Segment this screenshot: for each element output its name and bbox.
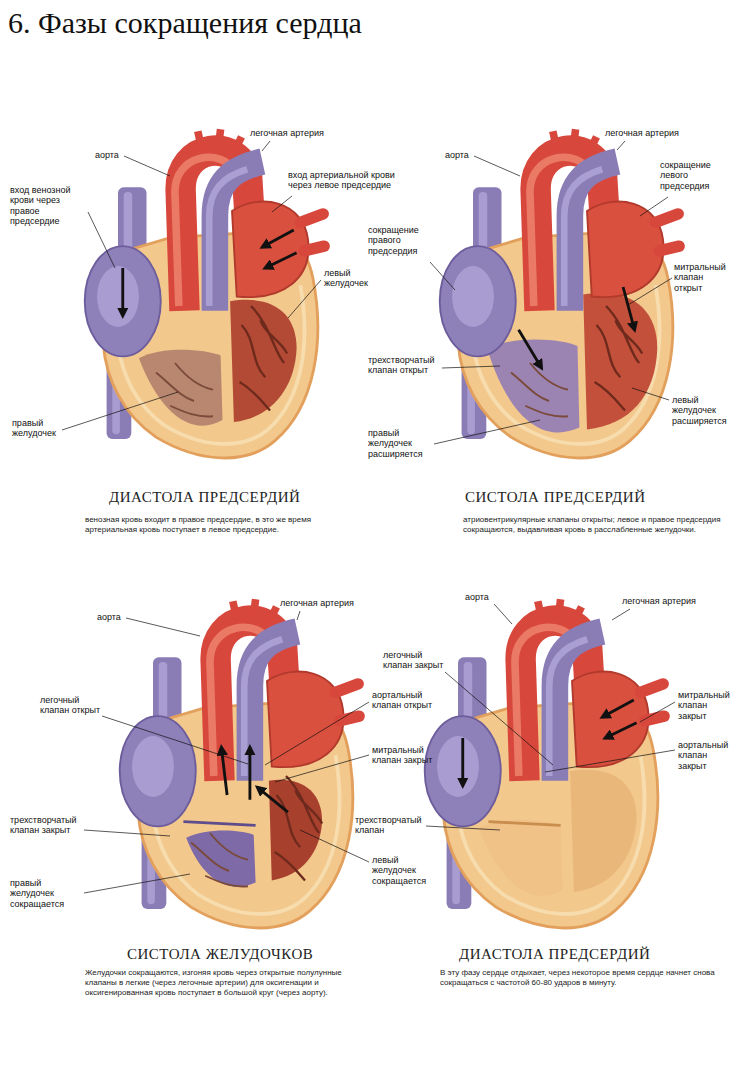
part-label: трехстворчатый клапан закрыт xyxy=(10,815,85,836)
illustration-part xyxy=(88,212,115,268)
illustration-part xyxy=(120,599,359,826)
illustration-part xyxy=(640,197,668,216)
illustration-part xyxy=(126,618,200,636)
part-label: правый желудочек сокращается xyxy=(10,878,85,909)
illustration-part xyxy=(617,141,625,150)
part-label: аортальный клапан открыт xyxy=(372,690,434,711)
part-label: левый желудочек xyxy=(324,268,374,289)
part-label: легочная артерия xyxy=(605,128,695,138)
part-label: трехстворчатый клапан открыт xyxy=(368,355,440,376)
illustration-part xyxy=(511,306,642,417)
illustration-part xyxy=(605,723,636,738)
part-label: аорта xyxy=(445,150,485,160)
illustration-part xyxy=(272,196,292,212)
part-label: аорта xyxy=(97,612,137,622)
part-label: легочная артерия xyxy=(250,128,340,138)
phase-heading: СИСТОЛА ЖЕЛУДОЧКОВ xyxy=(127,945,313,963)
illustration-part xyxy=(288,280,321,318)
illustration-part xyxy=(583,293,657,429)
part-label: левый желудочек расширяется xyxy=(672,395,732,426)
part-label: аорта xyxy=(95,150,135,160)
part-label: митральный клапан закрыт xyxy=(372,745,434,766)
part-label: аортальный клапан закрыт xyxy=(678,740,732,771)
illustration-part xyxy=(248,748,251,800)
phase-caption: В эту фазу сердце отдыхает, через некото… xyxy=(440,968,720,988)
part-label: сокращение левого предсердия xyxy=(660,160,730,191)
illustration-part xyxy=(445,672,553,765)
illustration-part xyxy=(628,278,672,305)
part-label: правый желудочек xyxy=(12,418,67,439)
illustration-part xyxy=(258,787,288,812)
phase-caption: венозная кровь входит в правое предсерди… xyxy=(85,515,335,535)
illustration-part xyxy=(102,716,248,764)
illustration-part xyxy=(440,129,679,356)
illustration-part xyxy=(62,392,178,430)
illustration-part xyxy=(183,822,255,826)
part-label: правый желудочек расширяется xyxy=(368,428,440,459)
part-label: вход венозной крови через правое предсер… xyxy=(10,185,88,226)
illustration-part xyxy=(602,700,633,717)
illustration-part xyxy=(121,268,124,316)
illustration-part xyxy=(623,287,634,330)
illustration-part xyxy=(430,262,455,290)
illustration-part xyxy=(84,874,190,893)
illustration-part xyxy=(426,826,500,830)
illustration-part xyxy=(221,748,227,796)
illustration-part xyxy=(124,156,170,176)
illustration-part xyxy=(262,230,293,247)
illustration-part xyxy=(297,611,300,620)
phase-heading: ДИАСТОЛА ПРЕДСЕРДИЙ xyxy=(109,488,300,506)
page-title: 6. Фазы сокращения сердца xyxy=(8,6,362,39)
illustration-part xyxy=(139,350,223,426)
illustration-part xyxy=(265,253,296,268)
illustration-part xyxy=(442,366,500,368)
phase-heading: СИСТОЛА ПРЕДСЕРДИЙ xyxy=(465,488,646,506)
part-label: вход артериальной крови через левое пред… xyxy=(288,170,398,191)
part-label: легочный клапан закрыт xyxy=(383,650,445,671)
illustration-part xyxy=(474,156,520,176)
illustration-part xyxy=(632,388,669,400)
illustration-part xyxy=(612,609,630,620)
illustration-part xyxy=(545,750,675,772)
illustration-part xyxy=(519,330,542,368)
part-label: митральный клапан закрыт xyxy=(678,690,732,721)
part-label: легочная артерия xyxy=(280,598,370,608)
illustration-part xyxy=(275,755,369,782)
part-label: митральный клапан открыт xyxy=(674,262,732,293)
part-label: сокращение правого предсердия xyxy=(368,225,438,256)
part-label: трехстворчатый клапан xyxy=(355,815,425,836)
heart-figure xyxy=(120,599,359,928)
illustration-part xyxy=(425,599,664,826)
illustration-part xyxy=(570,770,637,892)
part-label: левый желудочек сокращается xyxy=(372,855,434,886)
phase-caption: Желудочки сокращаются, изгоняя кровь чер… xyxy=(85,968,345,998)
illustration-part xyxy=(479,820,563,896)
part-label: легочный клапан открыт xyxy=(40,695,102,716)
illustration-part xyxy=(85,129,324,356)
illustration-part xyxy=(640,702,675,722)
illustration-part xyxy=(494,604,512,624)
illustration-part xyxy=(434,420,540,444)
illustration-part xyxy=(461,738,464,786)
phase-heading: ДИАСТОЛА ПРЕДСЕРДИЙ xyxy=(459,945,650,963)
phase-caption: атриовентрикулярные клапаны открыты; лев… xyxy=(463,515,728,535)
heart-figure xyxy=(425,599,664,928)
illustration-part xyxy=(265,702,369,765)
part-label: аорта xyxy=(465,592,505,602)
illustration-part xyxy=(84,830,170,836)
illustration-part xyxy=(262,141,270,151)
illustration-part xyxy=(156,306,287,417)
illustration-part xyxy=(488,822,560,826)
heart-figure xyxy=(440,129,679,458)
part-label: легочная артерия xyxy=(622,596,712,606)
